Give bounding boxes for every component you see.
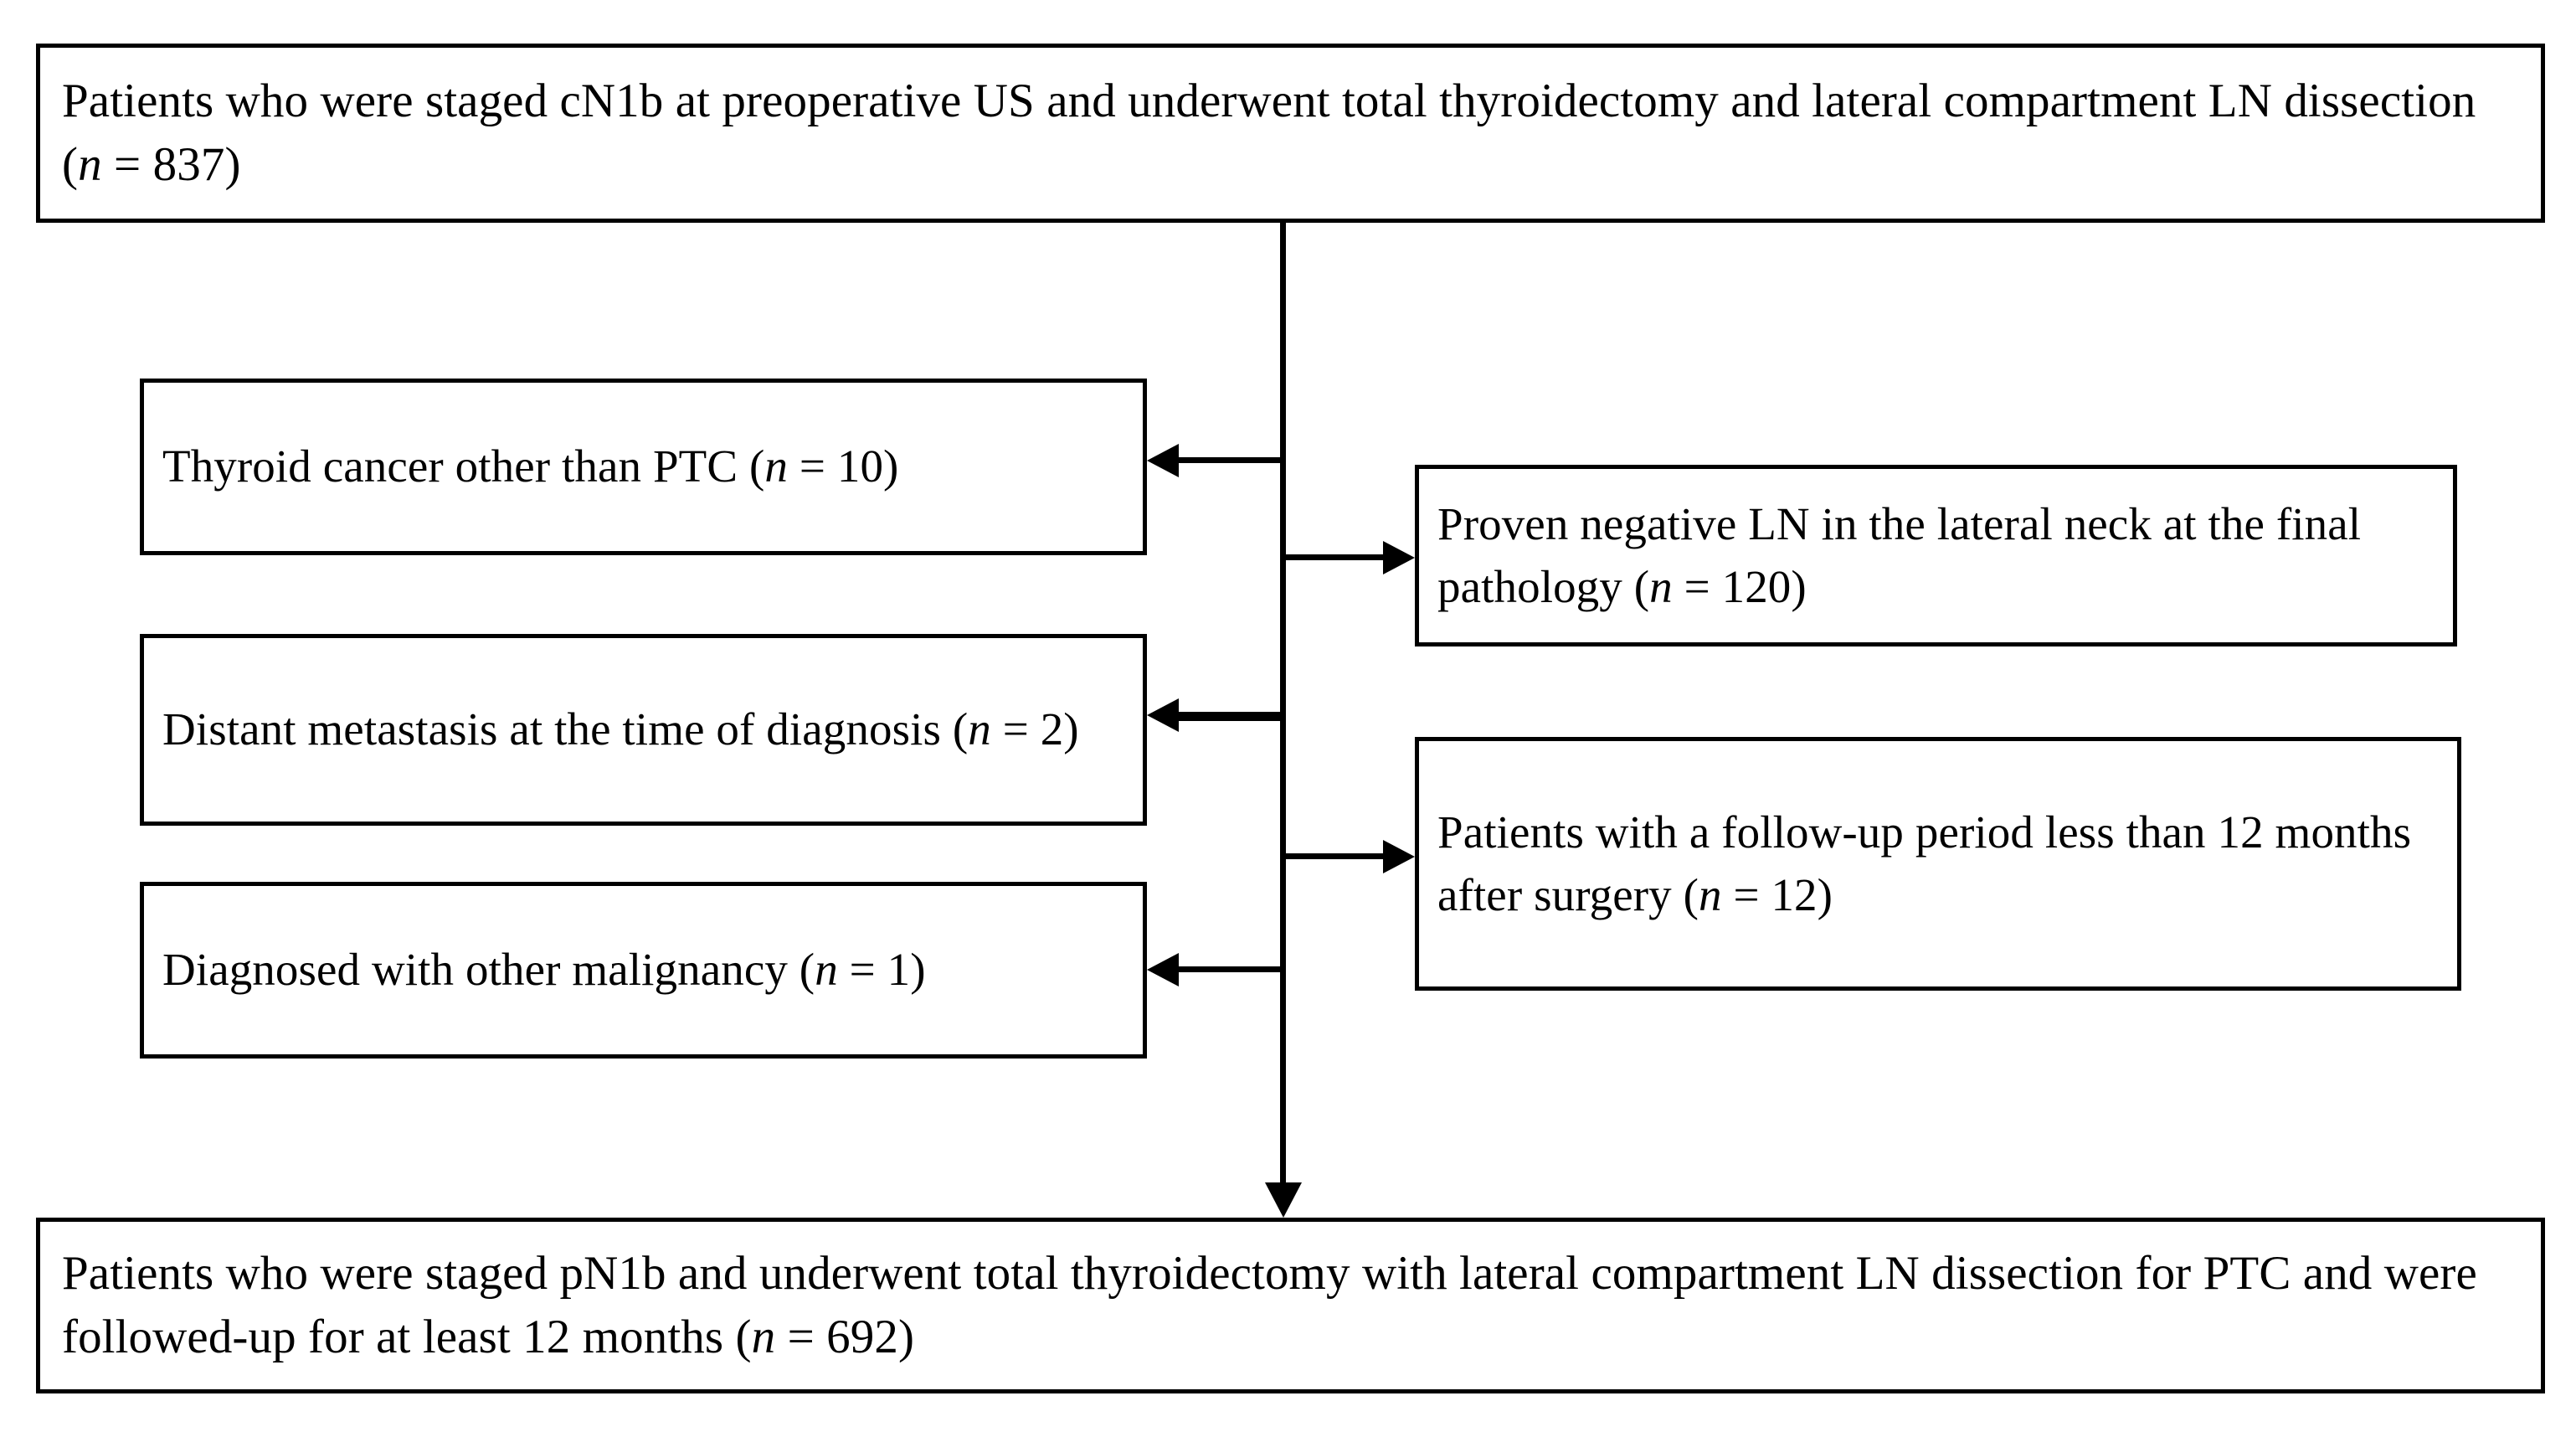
- node-excluded-other-malignancy-label: Diagnosed with other malignancy (n = 1): [162, 944, 926, 996]
- node-final-cohort-label: Patients who were staged pN1b and underw…: [62, 1247, 2477, 1363]
- arrowhead-down-final: [1265, 1182, 1302, 1218]
- node-enrolled-cohort-label: Patients who were staged cN1b at preoper…: [62, 75, 2476, 191]
- trunk-vertical-line: [1280, 223, 1286, 1186]
- connector-left-2: [1170, 712, 1283, 721]
- arrowhead-right-2: [1383, 840, 1415, 873]
- node-excluded-other-thyroid-cancer: Thyroid cancer other than PTC (n = 10): [140, 379, 1147, 555]
- arrowhead-left-1: [1147, 444, 1179, 477]
- node-excluded-distant-metastasis-label: Distant metastasis at the time of diagno…: [162, 703, 1079, 755]
- node-excluded-short-followup-label: Patients with a follow-up period less th…: [1437, 806, 2412, 920]
- node-final-cohort: Patients who were staged pN1b and underw…: [36, 1218, 2545, 1393]
- arrowhead-left-3: [1147, 953, 1179, 986]
- arrowhead-right-1: [1383, 541, 1415, 574]
- node-excluded-distant-metastasis: Distant metastasis at the time of diagno…: [140, 634, 1147, 826]
- connector-left-3: [1170, 966, 1283, 972]
- connector-right-2: [1283, 853, 1388, 859]
- connector-right-1: [1283, 554, 1388, 560]
- node-excluded-negative-ln: Proven negative LN in the lateral neck a…: [1415, 465, 2457, 646]
- node-excluded-other-thyroid-cancer-label: Thyroid cancer other than PTC (n = 10): [162, 440, 899, 492]
- node-excluded-other-malignancy: Diagnosed with other malignancy (n = 1): [140, 882, 1147, 1059]
- arrowhead-left-2: [1147, 698, 1179, 732]
- node-excluded-negative-ln-label: Proven negative LN in the lateral neck a…: [1437, 498, 2362, 612]
- node-enrolled-cohort: Patients who were staged cN1b at preoper…: [36, 44, 2545, 223]
- connector-left-1: [1170, 457, 1283, 463]
- node-excluded-short-followup: Patients with a follow-up period less th…: [1415, 737, 2461, 991]
